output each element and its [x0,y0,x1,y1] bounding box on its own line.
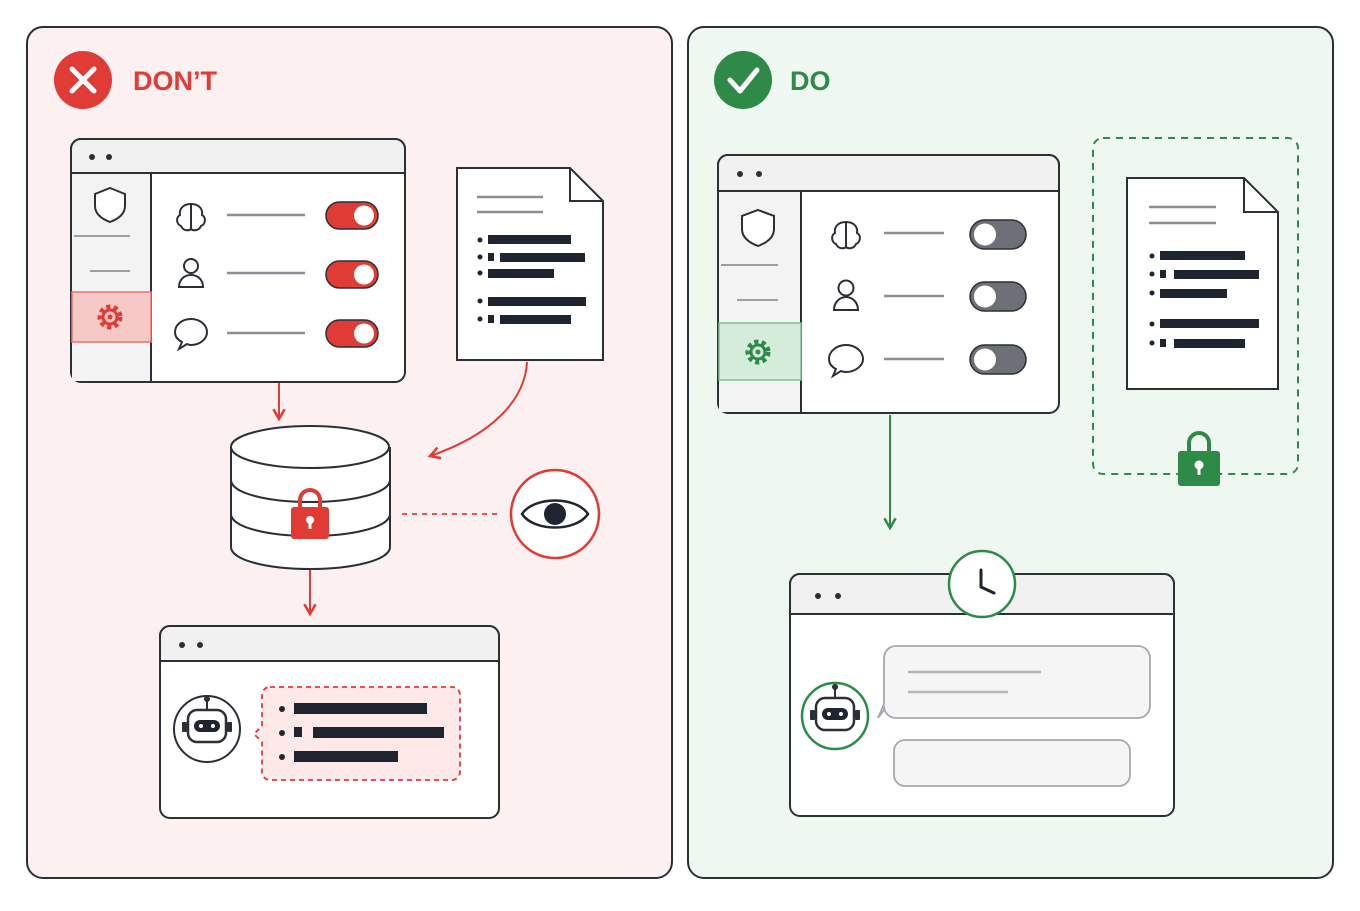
user-toggle[interactable] [325,260,379,289]
document-icon [456,167,604,361]
chat-bubble-icon [827,343,865,379]
chat-toggle[interactable] [969,344,1027,375]
eye-icon [509,468,601,560]
dont-title: DON’T [133,66,218,96]
brain-toggle[interactable] [969,219,1027,250]
user-icon [177,258,205,288]
document-icon [1126,177,1279,390]
lock-icon [1178,431,1220,486]
document-to-database-arrow [427,361,528,460]
do-panel: DO [687,26,1334,879]
user-icon [832,279,860,311]
dont-panel: DON’T [26,26,673,879]
robot-icon [800,681,870,751]
shield-icon [741,208,775,248]
generic-reply-bubble [877,645,1151,719]
x-circle-icon [54,51,112,109]
shield-icon [94,186,126,224]
chat-toggle[interactable] [325,319,379,348]
database-icon [230,425,391,571]
do-title: DO [790,66,831,96]
do-chat-window [789,549,1175,817]
user-toggle[interactable] [969,281,1027,312]
dont-chat-window [159,625,500,819]
dont-settings-window [70,138,406,383]
robot-icon [173,695,241,763]
do-settings-window [717,154,1060,414]
gear-icon [745,339,771,365]
clock-icon [947,549,1017,619]
check-circle-icon [714,51,772,109]
lock-icon [291,488,329,539]
exposed-data-reply [252,686,461,781]
brain-icon [176,202,206,232]
brain-toggle[interactable] [325,201,379,230]
gear-icon [97,304,123,330]
message-input[interactable] [893,739,1131,787]
brain-icon [831,220,861,250]
secured-document-area [1092,137,1299,486]
chat-bubble-icon [173,317,209,352]
